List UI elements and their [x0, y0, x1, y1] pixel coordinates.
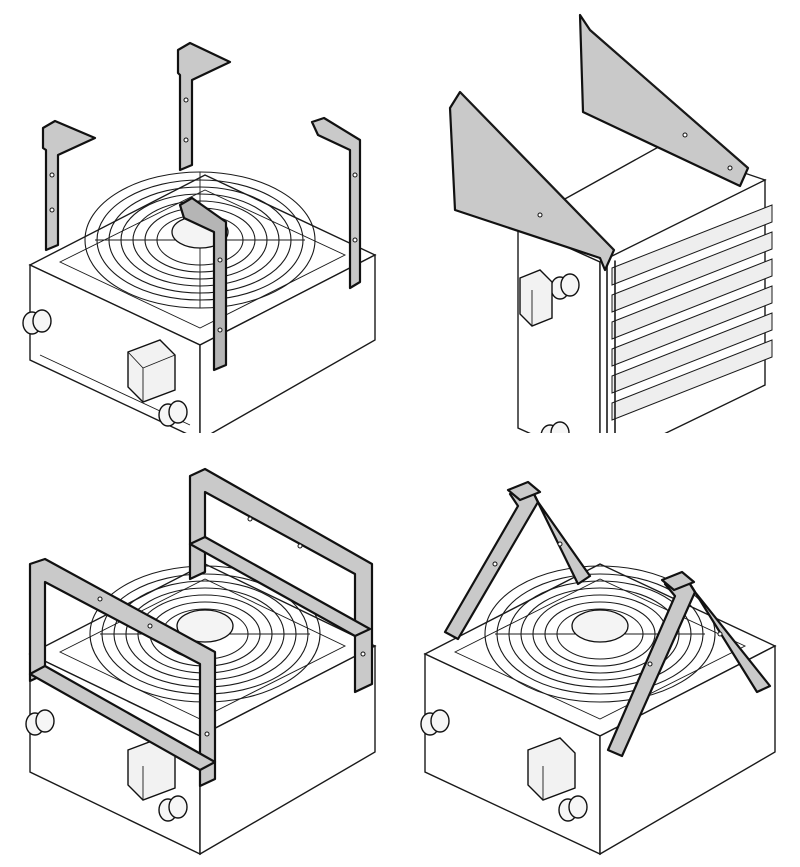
- fan-hub: [571, 609, 629, 643]
- junction-box: [527, 737, 576, 801]
- pipe-connections: [22, 309, 188, 427]
- heater-body: [28, 174, 377, 433]
- louver-face: [599, 178, 773, 433]
- frame-brackets: [28, 467, 374, 788]
- pipe-connections: [540, 273, 580, 433]
- angled-brackets: [443, 480, 772, 758]
- heater-drawing-4: [420, 480, 777, 856]
- fan-hub: [176, 609, 234, 643]
- figure-triangular-brackets: [400, 0, 800, 433]
- fan-grill: [84, 171, 316, 309]
- fan-grill: [484, 565, 716, 703]
- figure-vertical-brackets: [0, 0, 400, 433]
- junction-box: [519, 269, 553, 327]
- mounting-brackets: [41, 41, 362, 372]
- heater-drawing-2: [448, 13, 773, 433]
- heater-drawing-1: [22, 41, 377, 433]
- triangular-brackets: [448, 13, 750, 272]
- figure-frame-brackets: [0, 434, 400, 867]
- junction-box: [127, 339, 176, 403]
- figure-angled-brackets: [400, 434, 800, 867]
- pipe-connections: [420, 709, 588, 822]
- heater-drawing-3: [25, 467, 377, 856]
- pipe-connections: [25, 709, 188, 822]
